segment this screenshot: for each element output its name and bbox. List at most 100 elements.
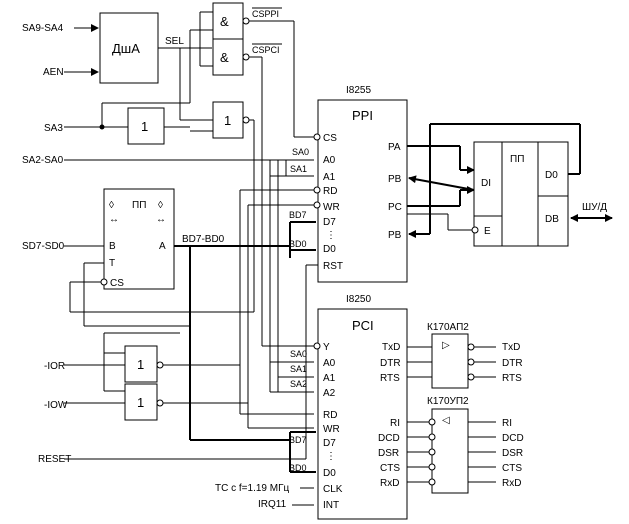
input-sa9-sa4: SA9-SA4 [22, 23, 64, 34]
svg-text:ПП: ПП [510, 154, 524, 165]
svg-text:1: 1 [224, 113, 231, 128]
svg-text:RTS: RTS [380, 373, 400, 384]
svg-text:RTS: RTS [502, 373, 522, 384]
svg-text:BD0: BD0 [289, 239, 307, 249]
svg-text:ПП: ПП [132, 200, 146, 211]
svg-text:SA1: SA1 [290, 364, 307, 374]
ppi-title: PPI [352, 108, 373, 123]
input-irq11: IRQ11 [258, 499, 287, 510]
svg-text:PB: PB [388, 230, 402, 241]
svg-text:BD7: BD7 [289, 435, 307, 445]
svg-text:DCD: DCD [502, 433, 524, 444]
k170up2-chip [431, 408, 469, 494]
svg-text:⋮: ⋮ [326, 451, 336, 462]
input-ior: -IOR [44, 361, 65, 372]
svg-text:D0: D0 [545, 170, 558, 181]
svg-text:◊: ◊ [109, 200, 114, 211]
svg-text:Y: Y [323, 342, 330, 353]
and-gate-pci [212, 38, 244, 76]
svg-text:DSR: DSR [378, 448, 399, 459]
svg-text:RI: RI [390, 418, 400, 429]
sel-label: SEL [165, 36, 184, 47]
svg-text:◊: ◊ [158, 200, 163, 211]
or-gate-ior [124, 345, 158, 383]
svg-text:RD: RD [323, 410, 337, 421]
svg-text:BD7: BD7 [289, 210, 307, 220]
svg-text:↔: ↔ [156, 214, 166, 225]
ppi-chip [317, 99, 408, 283]
svg-text:A0: A0 [323, 358, 336, 369]
svg-text:A1: A1 [323, 172, 336, 183]
svg-text:BD0: BD0 [289, 463, 307, 473]
input-sd7-sd0: SD7-SD0 [22, 241, 65, 252]
svg-text:SA1: SA1 [290, 164, 307, 174]
svg-text:1: 1 [141, 119, 148, 134]
or-gate-sa3 [127, 107, 165, 145]
svg-text:⋮: ⋮ [326, 230, 336, 241]
svg-text:D7: D7 [323, 217, 336, 228]
svg-text:DCD: DCD [378, 433, 400, 444]
svg-text:&: & [220, 50, 229, 65]
svg-text:SA2: SA2 [290, 379, 307, 389]
svg-text:RxD: RxD [380, 478, 399, 489]
cs-pci-label: CSPCI [252, 45, 280, 55]
svg-text:CS: CS [323, 133, 337, 144]
or-gate-iow [124, 383, 158, 421]
svg-text:PB: PB [388, 174, 402, 185]
svg-text:INT: INT [323, 500, 339, 511]
svg-text:CTS: CTS [380, 463, 400, 474]
svg-text:TxD: TxD [382, 342, 400, 353]
svg-text:DTR: DTR [380, 358, 401, 369]
svg-text:PA: PA [388, 142, 401, 153]
decoder-label: ДшА [112, 41, 140, 56]
and-ppi-inversion [242, 17, 250, 25]
svg-text:RST: RST [323, 261, 343, 272]
input-sa3: SA3 [44, 123, 63, 134]
input-aen: AEN [43, 67, 64, 78]
svg-text:A0: A0 [323, 155, 336, 166]
svg-text:CS: CS [110, 278, 124, 289]
k170ap2-label: К170АП2 [427, 322, 469, 333]
svg-text:SA0: SA0 [292, 147, 309, 157]
svg-text:TxD: TxD [502, 342, 520, 353]
k170up2-label: К170УП2 [427, 396, 469, 407]
input-sa2-sa0: SA2-SA0 [22, 155, 64, 166]
svg-text:T: T [109, 258, 115, 269]
svg-text:SA0: SA0 [290, 349, 307, 359]
and-pci-inversion [242, 53, 250, 61]
svg-text:DTR: DTR [502, 358, 523, 369]
input-iow: -IOW [44, 400, 68, 411]
svg-text:DI: DI [481, 178, 491, 189]
pci-part: I8250 [346, 294, 371, 305]
svg-text:PC: PC [388, 202, 402, 213]
svg-text:RD: RD [323, 186, 337, 197]
pci-title: PCI [352, 318, 374, 333]
svg-text:E: E [484, 226, 491, 237]
bus-transceiver [103, 188, 175, 290]
svg-text:▷: ▷ [442, 340, 450, 351]
svg-text:ШУ/Д: ШУ/Д [582, 202, 607, 213]
input-tc-clock: ТС с f=1.19 МГц [215, 483, 289, 494]
svg-text:D0: D0 [323, 244, 336, 255]
k170ap2-chip [431, 333, 469, 389]
ext-transceiver [473, 141, 569, 247]
svg-text:WR: WR [323, 424, 340, 435]
svg-text:D0: D0 [323, 468, 336, 479]
svg-text:WR: WR [323, 202, 340, 213]
svg-text:DSR: DSR [502, 448, 523, 459]
input-reset: RESET [38, 454, 71, 465]
svg-text:&: & [220, 14, 229, 29]
svg-text:RxD: RxD [502, 478, 521, 489]
svg-text:1: 1 [137, 357, 144, 372]
svg-text:↔: ↔ [109, 214, 119, 225]
svg-text:BD7-BD0: BD7-BD0 [182, 234, 225, 245]
svg-text:A1: A1 [323, 373, 336, 384]
svg-text:D7: D7 [323, 438, 336, 449]
svg-text:CTS: CTS [502, 463, 522, 474]
ppi-part: I8255 [346, 85, 371, 96]
svg-text:A: A [159, 241, 166, 252]
svg-text:RI: RI [502, 418, 512, 429]
svg-text:1: 1 [137, 395, 144, 410]
